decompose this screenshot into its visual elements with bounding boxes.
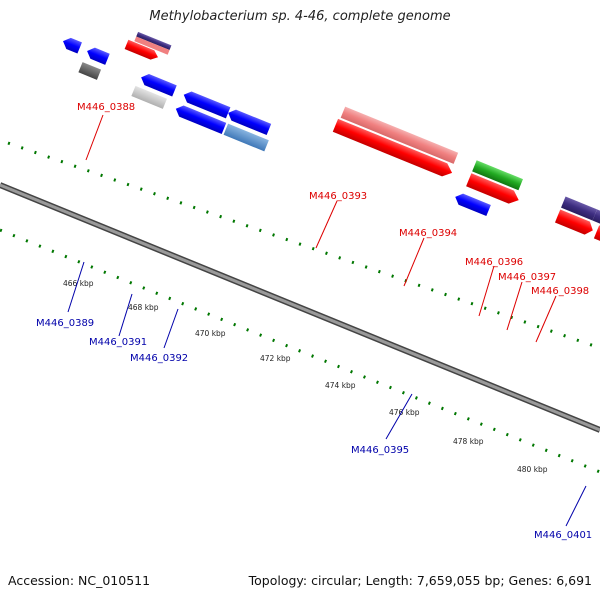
gene-block-rev-dark[interactable] (78, 62, 102, 80)
gene-block-0396[interactable] (561, 196, 598, 221)
kbp-labels: 466 kbp 468 kbp 470 kbp 472 kbp 474 kbp … (63, 279, 548, 474)
gene-block-0388-top[interactable] (136, 31, 172, 51)
gene-label-forward[interactable]: M446_0393 (309, 191, 367, 202)
gene-arrow-0391a[interactable] (181, 89, 231, 119)
tick-label: 476 kbp (389, 408, 420, 417)
gene-block-0392[interactable] (223, 123, 269, 152)
forward-features (124, 31, 600, 250)
gene-arrow-0391b[interactable] (226, 107, 272, 136)
gene-label-forward[interactable]: M446_0398 (531, 286, 589, 297)
gene-label-forward[interactable]: M446_0397 (498, 272, 556, 283)
gene-block-0389[interactable] (131, 85, 167, 109)
gene-label-reverse[interactable]: M446_0395 (351, 445, 409, 456)
inner-tick-track (0, 228, 600, 474)
tick-label: 478 kbp (453, 437, 484, 446)
reverse-gene-labels: M446_0389 M446_0391 M446_0392 M446_0395 … (36, 261, 592, 541)
gene-label-forward[interactable]: M446_0388 (77, 102, 135, 113)
gene-block-0393[interactable] (340, 106, 459, 164)
genome-backbone (0, 182, 600, 433)
tick-label: 480 kbp (517, 465, 548, 474)
gene-arrow-0396[interactable] (554, 209, 595, 237)
gene-block-0388-mid[interactable] (134, 36, 170, 55)
gene-label-reverse[interactable]: M446_0391 (89, 337, 147, 348)
page-title: Methylobacterium sp. 4-46, complete geno… (149, 9, 451, 24)
tick-label: 474 kbp (325, 381, 356, 390)
gene-label-forward[interactable]: M446_0396 (465, 257, 523, 268)
gene-arrow-0395[interactable] (453, 191, 491, 217)
gene-arrow-0393[interactable] (332, 118, 455, 180)
tick-label: 472 kbp (260, 354, 291, 363)
tick-label: 470 kbp (195, 329, 226, 338)
gene-label-reverse[interactable]: M446_0389 (36, 318, 94, 329)
forward-gene-labels: M446_0388 M446_0393 M446_0394 M446_0396 … (77, 102, 589, 343)
gene-arrow-0394[interactable] (466, 173, 521, 206)
accession-label: Accession: NC_010511 (8, 573, 151, 588)
genome-summary: Topology: circular; Length: 7,659,055 bp… (248, 573, 592, 588)
gene-arrow-0388[interactable] (124, 39, 160, 62)
gene-label-forward[interactable]: M446_0394 (399, 228, 457, 239)
gene-label-reverse[interactable]: M446_0392 (130, 353, 188, 364)
gene-arrow-0397[interactable] (593, 225, 600, 250)
tick-label: 468 kbp (128, 303, 159, 312)
gene-arrow-0391[interactable] (174, 103, 227, 134)
tick-label: 466 kbp (63, 279, 94, 288)
gene-arrow-0389a[interactable] (139, 72, 177, 97)
gene-block-0394[interactable] (472, 160, 523, 191)
gene-arrow-rev-a[interactable] (61, 36, 82, 54)
reverse-features (61, 36, 491, 217)
gene-label-reverse[interactable]: M446_0401 (534, 530, 592, 541)
gene-arrow-rev-b[interactable] (85, 45, 110, 65)
